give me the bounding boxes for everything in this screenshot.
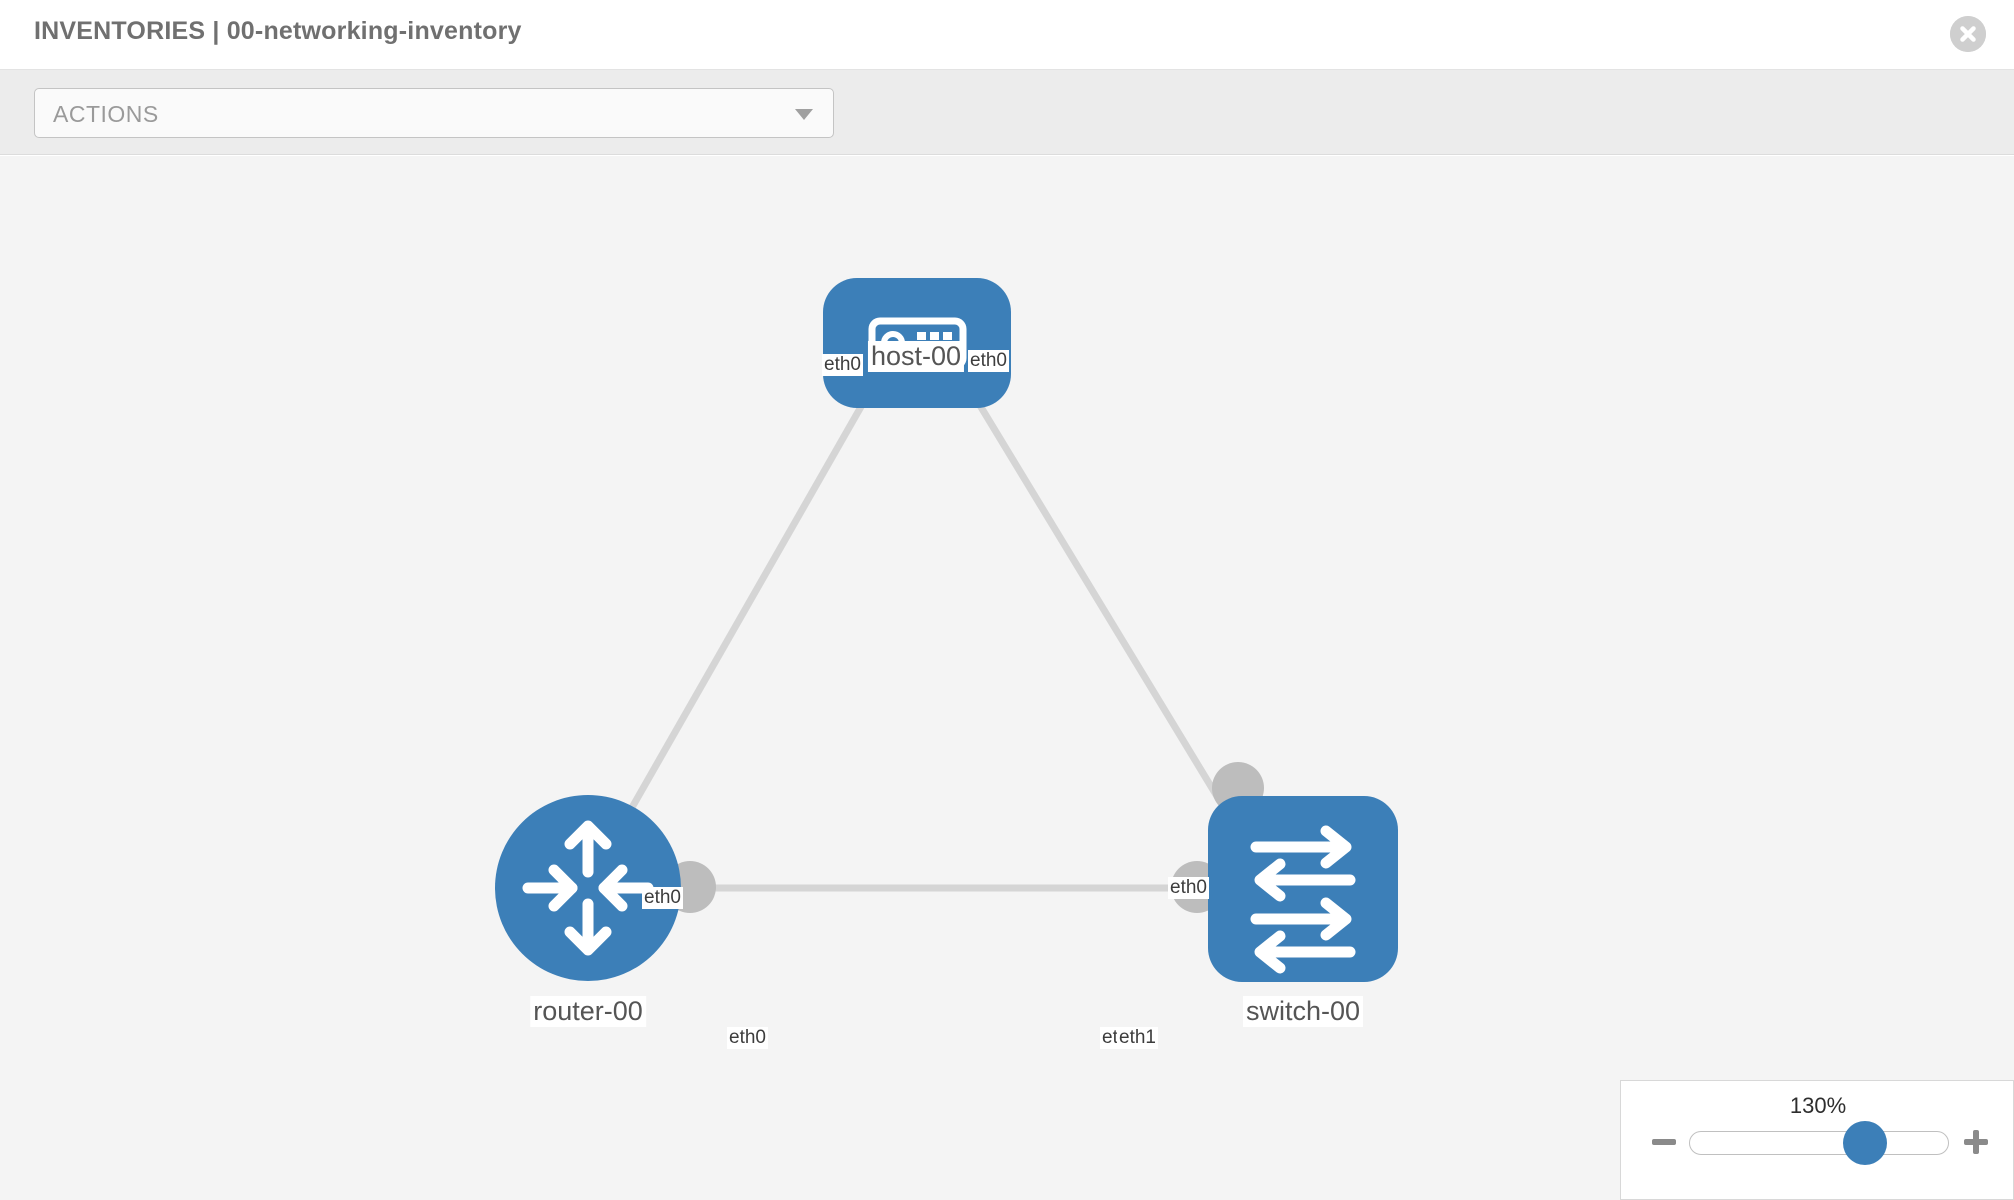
- actions-dropdown-label: ACTIONS: [53, 101, 159, 127]
- page-title: INVENTORIES | 00-networking-inventory: [34, 17, 522, 45]
- iface-label-switch-up: eth0: [1168, 877, 1209, 899]
- node-label-router-00: router-00: [530, 996, 646, 1027]
- switch-arrows-icon: [1250, 825, 1356, 974]
- node-router-00[interactable]: [495, 795, 681, 981]
- minus-icon: [1652, 1139, 1676, 1145]
- zoom-control-panel: 130%: [1620, 1080, 2014, 1200]
- node-label-switch-00: switch-00: [1242, 996, 1364, 1027]
- zoom-out-button[interactable]: [1649, 1127, 1679, 1162]
- zoom-slider-thumb[interactable]: [1843, 1121, 1887, 1165]
- topology-canvas[interactable]: host-00 router-00 switch-00 eth0 eth0 et…: [0, 156, 2014, 1200]
- router-arrows-icon: [522, 820, 654, 956]
- iface-label-switch-left: eth1: [1117, 1027, 1158, 1049]
- iface-label-host-left: eth0: [822, 354, 863, 376]
- iface-label-host-right: eth0: [968, 350, 1009, 372]
- zoom-slider-track[interactable]: [1689, 1131, 1949, 1155]
- actions-dropdown[interactable]: ACTIONS: [34, 88, 834, 138]
- zoom-level-value: 130%: [1789, 1093, 1847, 1118]
- link-host-router[interactable]: [606, 354, 894, 848]
- toolbar: ACTIONS SEARCH: [0, 70, 2014, 208]
- topology-graph: [495, 278, 1398, 982]
- close-icon[interactable]: [1950, 16, 1986, 52]
- iface-label-router-right: eth0: [727, 1027, 768, 1049]
- chevron-down-icon: [795, 109, 813, 120]
- page-header: INVENTORIES | 00-networking-inventory: [0, 0, 2014, 70]
- link-host-switch[interactable]: [947, 354, 1238, 828]
- plus-icon: [1964, 1130, 1988, 1154]
- iface-label-router-up: eth0: [642, 887, 683, 909]
- node-label-host-00: host-00: [867, 341, 965, 372]
- zoom-in-button[interactable]: [1961, 1127, 1991, 1162]
- node-switch-00[interactable]: [1208, 796, 1398, 982]
- close-circle-icon: [1950, 16, 1986, 52]
